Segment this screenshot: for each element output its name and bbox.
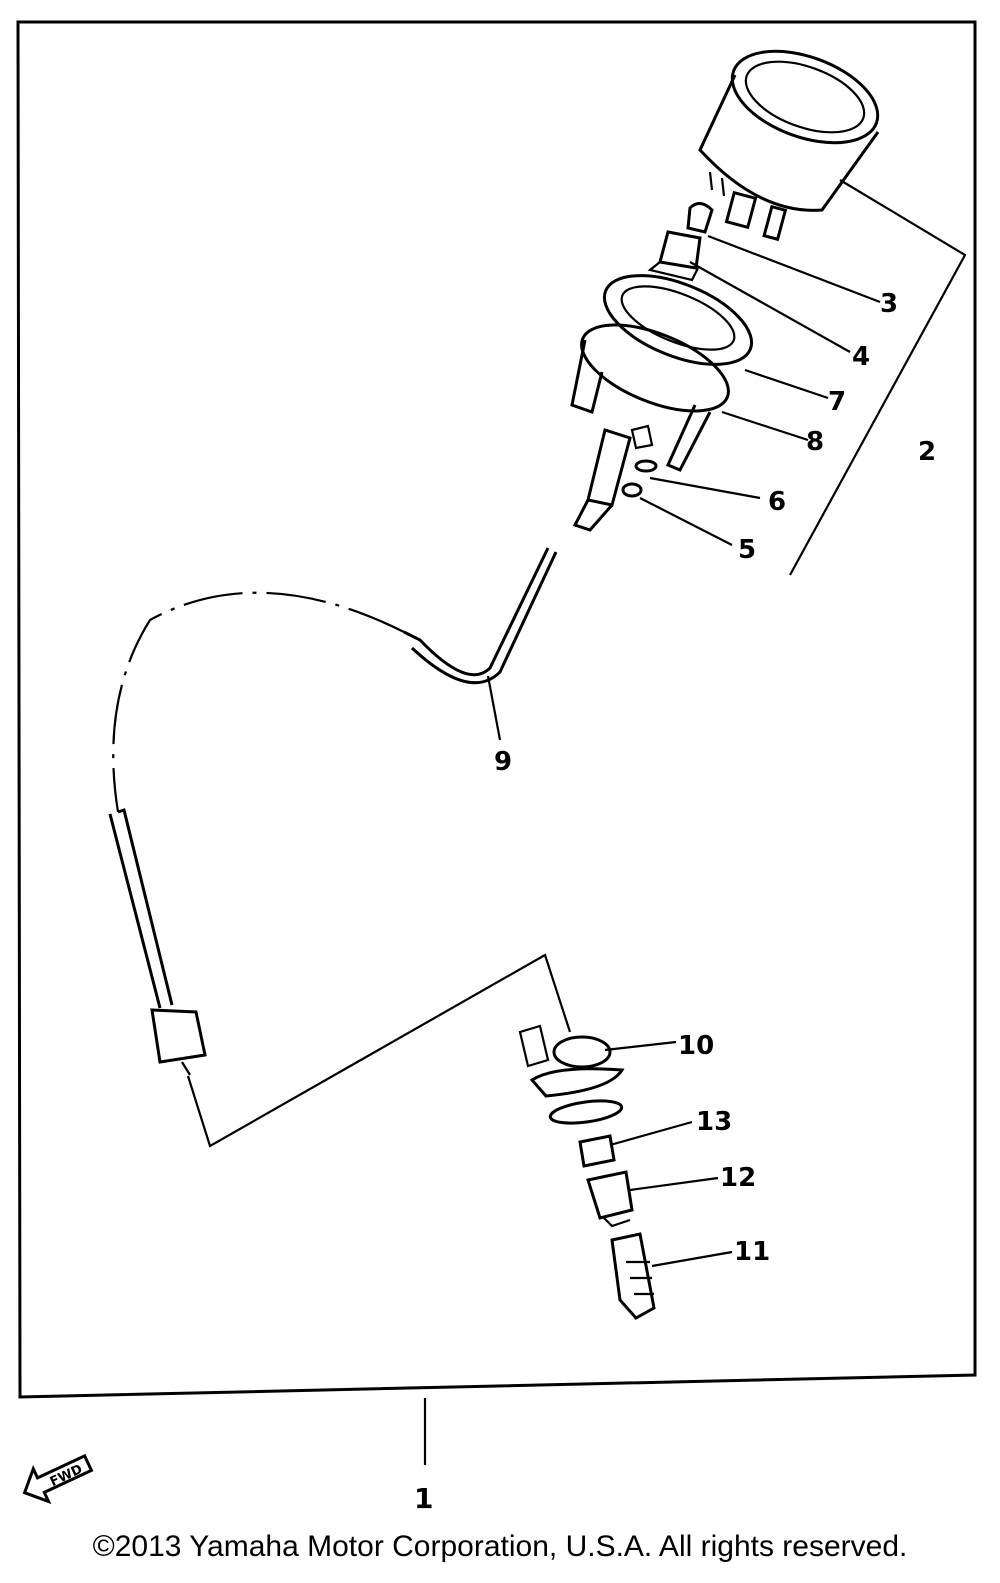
nut[interactable] (621, 482, 643, 498)
drive-gear[interactable] (610, 1232, 656, 1320)
gauge-bracket[interactable] (570, 307, 740, 472)
callout-9: 9 (494, 747, 512, 777)
gear-washer[interactable] (548, 1097, 624, 1127)
callout-10: 10 (678, 1031, 714, 1061)
oil-seal[interactable] (578, 1134, 616, 1168)
callout-7: 7 (828, 387, 846, 417)
speedometer-gauge[interactable] (698, 33, 890, 242)
callout-6: 6 (768, 487, 786, 517)
lamp-socket[interactable] (647, 230, 702, 282)
callout-1: 1 (414, 1482, 433, 1515)
speedometer-cable[interactable] (108, 547, 572, 1148)
front-arrow-icon: FWD (22, 1453, 94, 1505)
lamp-bulb[interactable] (686, 202, 714, 234)
cable-gauge-end[interactable] (572, 424, 654, 532)
gear-bushing[interactable] (586, 1170, 634, 1228)
front-badge-text: FWD (48, 1462, 85, 1490)
speedometer-gear-unit[interactable] (518, 1024, 625, 1098)
gauge-grommet[interactable] (592, 257, 764, 382)
callout-5: 5 (738, 535, 756, 565)
callout-13: 13 (696, 1107, 732, 1137)
callout-3: 3 (880, 289, 898, 319)
callout-2: 2 (918, 437, 936, 467)
leader-lines (423, 179, 967, 1465)
callout-8: 8 (806, 427, 824, 457)
callout-12: 12 (720, 1163, 756, 1193)
copyright-notice: ©2013 Yamaha Motor Corporation, U.S.A. A… (92, 1530, 908, 1563)
diagram-frame (16, 20, 977, 1399)
callout-4: 4 (852, 342, 870, 372)
washer[interactable] (634, 459, 658, 473)
callout-11: 11 (734, 1237, 770, 1267)
